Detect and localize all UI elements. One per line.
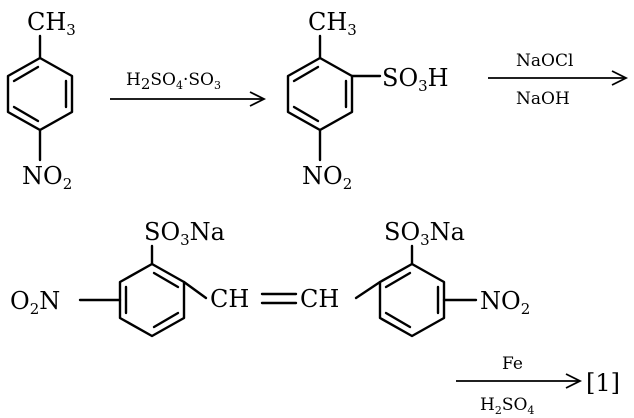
stilbene-left-nitro-label: O2N bbox=[10, 287, 60, 318]
reactant-methyl-label: CH3 bbox=[27, 8, 76, 39]
step1-reagent-label: H2SO4·SO3 bbox=[126, 70, 221, 93]
intermediate-sulfonic-acid: CH3 SO3H NO2 bbox=[286, 8, 449, 193]
stilbene-left-sulfo-label: SO3Na bbox=[144, 218, 225, 249]
intermediate1-ring bbox=[286, 56, 354, 132]
reactant-nitro-label: NO2 bbox=[22, 162, 72, 193]
stilbene-right-inner-bond bbox=[384, 271, 412, 289]
stilbene-right-nitro-label: NO2 bbox=[480, 287, 530, 318]
stilbene-vinyl-left-label: CH bbox=[210, 285, 249, 313]
intermediate1-inner-bond bbox=[292, 65, 320, 83]
intermediate1-methyl-label: CH3 bbox=[308, 8, 357, 39]
reactant-p-nitrotoluene: CH3 NO2 bbox=[6, 8, 76, 193]
product-label: [1] bbox=[586, 369, 620, 397]
stilbene-vinyl-right-label: CH bbox=[300, 285, 339, 313]
step2-arrow: NaOCl NaOH bbox=[488, 51, 629, 109]
reactant-ring bbox=[6, 56, 74, 132]
intermediate1-sulfo-label: SO3H bbox=[382, 64, 449, 95]
step2-reagent-below: NaOH bbox=[516, 89, 570, 109]
step2-reagent-above: NaOCl bbox=[516, 51, 573, 71]
stilbene-left-inner-bond bbox=[152, 311, 180, 329]
stilbene-left-vinyl-bond bbox=[182, 280, 208, 300]
reactant-inner-bond bbox=[12, 105, 40, 123]
step3-arrow: Fe H2SO4 bbox=[456, 354, 583, 417]
intermediate1-inner-bond bbox=[292, 105, 320, 123]
stilbene-right-vinyl-bond bbox=[354, 280, 382, 300]
step3-reagent-below: H2SO4 bbox=[480, 395, 534, 417]
reactant-inner-bond bbox=[12, 65, 40, 83]
stilbene-left-ring bbox=[118, 262, 186, 338]
stilbene-left-inner-bond bbox=[152, 271, 180, 289]
stilbene-right-sulfo-label: SO3Na bbox=[384, 218, 465, 249]
step3-reagent-above: Fe bbox=[502, 354, 523, 374]
intermediate-dinitrostilbene-disulfonate: O2N SO3Na CH CH SO3Na NO2 bbox=[10, 218, 530, 338]
stilbene-right-ring bbox=[378, 262, 446, 338]
intermediate1-nitro-label: NO2 bbox=[302, 162, 352, 193]
step1-arrow: H2SO4·SO3 bbox=[110, 70, 267, 107]
stilbene-right-inner-bond bbox=[384, 311, 412, 329]
